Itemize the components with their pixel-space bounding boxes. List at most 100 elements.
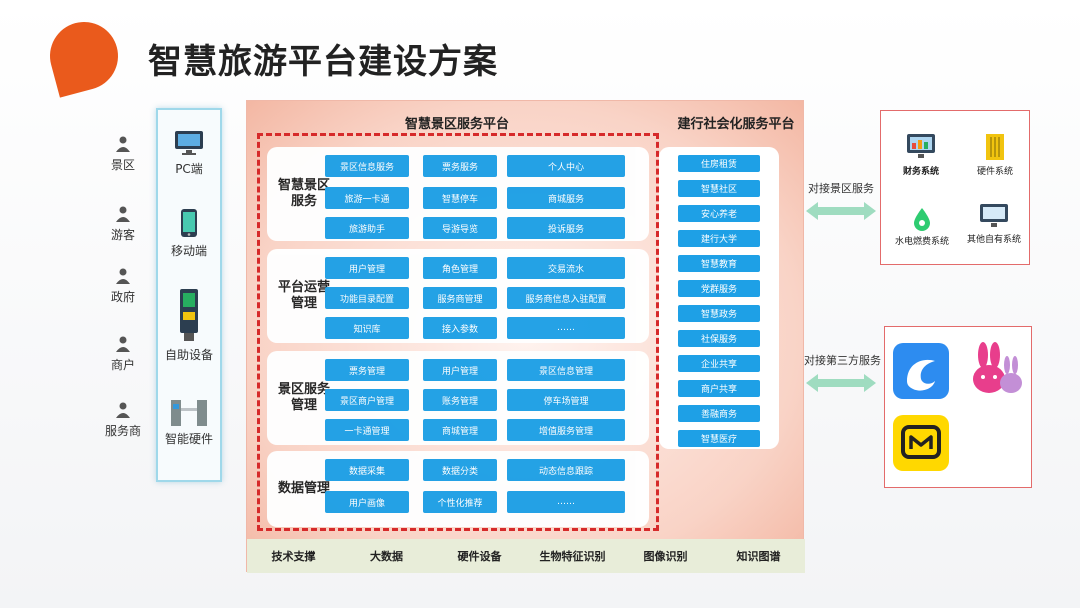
arrow-label-scenic: 对接景区服务 — [808, 182, 874, 195]
service-item[interactable]: 景区商户管理 — [325, 389, 409, 411]
tech-item: 知识图谱 — [736, 550, 781, 563]
turnstile-icon — [171, 400, 207, 426]
platform-dashed-border — [257, 133, 659, 531]
dolphin-app-icon[interactable] — [893, 343, 949, 399]
service-item[interactable]: 导游导览 — [423, 217, 497, 239]
third-party-services-box — [884, 326, 1032, 488]
user-government: 政府 — [98, 268, 148, 305]
social-platform-title: 建行社会化服务平台 — [677, 117, 795, 132]
system-hardware: 硬件系统 — [963, 133, 1027, 177]
service-item[interactable]: 角色管理 — [423, 257, 497, 279]
service-item[interactable]: 接入参数 — [423, 317, 497, 339]
service-item[interactable]: …… — [507, 317, 625, 339]
service-item[interactable]: 用户画像 — [325, 491, 409, 513]
phone-icon — [181, 209, 197, 237]
service-item[interactable]: 商城服务 — [507, 187, 625, 209]
section-platform-operations: 平台运营管理 用户管理 角色管理 交易流水 功能目录配置 服务商管理 服务商信息… — [267, 249, 649, 343]
channels-panel: PC端 移动端 自助设备 智能硬件 — [156, 108, 222, 482]
main-platform-panel: 智慧景区服务平台 建行社会化服务平台 智慧景区服务 景区信息服务 票务服务 个人… — [246, 100, 805, 573]
tech-item: 图像识别 — [643, 550, 688, 563]
service-item[interactable]: 景区信息管理 — [507, 359, 625, 381]
section-label: 数据管理 — [277, 481, 330, 496]
section-smart-scenic-service: 智慧景区服务 景区信息服务 票务服务 个人中心 旅游一卡通 智慧停车 商城服务 … — [267, 147, 649, 241]
service-item[interactable]: 旅游助手 — [325, 217, 409, 239]
user-merchant: 商户 — [98, 336, 148, 373]
service-item[interactable]: 票务服务 — [423, 155, 497, 177]
service-item[interactable]: 数据采集 — [325, 459, 409, 481]
social-item[interactable]: 住房租赁 — [678, 155, 760, 172]
service-item[interactable]: …… — [507, 491, 625, 513]
logo-blob — [42, 14, 126, 98]
social-item[interactable]: 智慧医疗 — [678, 430, 760, 447]
section-label: 平台运营管理 — [277, 280, 330, 311]
service-item[interactable]: 动态信息跟踪 — [507, 459, 625, 481]
service-item[interactable]: 服务商信息入驻配置 — [507, 287, 625, 309]
service-item[interactable]: 票务管理 — [325, 359, 409, 381]
service-item[interactable]: 功能目录配置 — [325, 287, 409, 309]
service-item[interactable]: 旅游一卡通 — [325, 187, 409, 209]
service-item[interactable]: 停车场管理 — [507, 389, 625, 411]
kiosk-icon — [180, 289, 198, 341]
service-item[interactable]: 交易流水 — [507, 257, 625, 279]
tech-item: 技术支撑 — [271, 550, 316, 563]
social-item[interactable]: 智慧社区 — [678, 180, 760, 197]
service-item[interactable]: 服务商管理 — [423, 287, 497, 309]
section-data-management: 数据管理 数据采集 数据分类 动态信息跟踪 用户画像 个性化推荐 …… — [267, 451, 649, 527]
channel-mobile: 移动端 — [158, 208, 220, 259]
social-item[interactable]: 智慧教育 — [678, 255, 760, 272]
rabbit-logo-icon[interactable] — [963, 341, 1025, 397]
service-item[interactable]: 知识库 — [325, 317, 409, 339]
double-arrow-icon — [806, 374, 876, 392]
channel-pc: PC端 — [158, 130, 220, 177]
service-item[interactable]: 景区信息服务 — [325, 155, 409, 177]
social-item[interactable]: 党群服务 — [678, 280, 760, 297]
tech-item: 生物特征识别 — [539, 550, 606, 563]
service-item[interactable]: 个性化推荐 — [423, 491, 497, 513]
service-item[interactable]: 一卡通管理 — [325, 419, 409, 441]
hardware-icon — [986, 134, 1004, 160]
service-item[interactable]: 增值服务管理 — [507, 419, 625, 441]
user-tourist: 游客 — [98, 206, 148, 243]
social-item[interactable]: 建行大学 — [678, 230, 760, 247]
monitor-icon — [175, 131, 203, 155]
yellow-m-app-icon[interactable] — [893, 415, 949, 471]
social-item[interactable]: 社保服务 — [678, 330, 760, 347]
user-service-provider: 服务商 — [98, 402, 148, 439]
platform-title: 智慧景区服务平台 — [404, 117, 509, 132]
social-item[interactable]: 安心养老 — [678, 205, 760, 222]
channel-kiosk: 自助设备 — [158, 288, 220, 363]
scenic-systems-box: 财务系统 硬件系统 水电燃费系统 其他自有系统 — [880, 110, 1030, 265]
finance-monitor-icon — [907, 134, 935, 158]
service-item[interactable]: 投诉服务 — [507, 217, 625, 239]
system-other: 其他自有系统 — [959, 203, 1029, 245]
tech-item: 大数据 — [370, 550, 403, 563]
service-item[interactable]: 智慧停车 — [423, 187, 497, 209]
service-item[interactable]: 用户管理 — [325, 257, 409, 279]
user-scenic: 景区 — [98, 136, 148, 173]
service-item[interactable]: 个人中心 — [507, 155, 625, 177]
system-utilities: 水电燃费系统 — [885, 207, 959, 247]
page-title: 智慧旅游平台建设方案 — [148, 42, 498, 82]
social-item[interactable]: 智慧政务 — [678, 305, 760, 322]
service-item[interactable]: 账务管理 — [423, 389, 497, 411]
person-icon — [116, 136, 130, 152]
section-label: 智慧景区服务 — [277, 178, 330, 209]
social-item[interactable]: 商户共享 — [678, 380, 760, 397]
service-item[interactable]: 数据分类 — [423, 459, 497, 481]
service-item[interactable]: 用户管理 — [423, 359, 497, 381]
person-icon — [116, 402, 130, 418]
water-drop-icon — [914, 208, 930, 231]
person-icon — [116, 268, 130, 284]
tech-support-bar: 技术支撑 大数据 硬件设备 生物特征识别 图像识别 知识图谱 — [247, 539, 805, 573]
double-arrow-icon — [806, 202, 876, 220]
person-icon — [116, 206, 130, 222]
computer-icon — [980, 204, 1008, 227]
social-item[interactable]: 企业共享 — [678, 355, 760, 372]
system-finance: 财务系统 — [889, 133, 953, 177]
social-item[interactable]: 善融商务 — [678, 405, 760, 422]
channel-smart-hardware: 智能硬件 — [158, 396, 220, 447]
tech-item: 硬件设备 — [457, 550, 502, 563]
service-item[interactable]: 商城管理 — [423, 419, 497, 441]
arrow-label-third: 对接第三方服务 — [804, 354, 881, 367]
person-icon — [116, 336, 130, 352]
